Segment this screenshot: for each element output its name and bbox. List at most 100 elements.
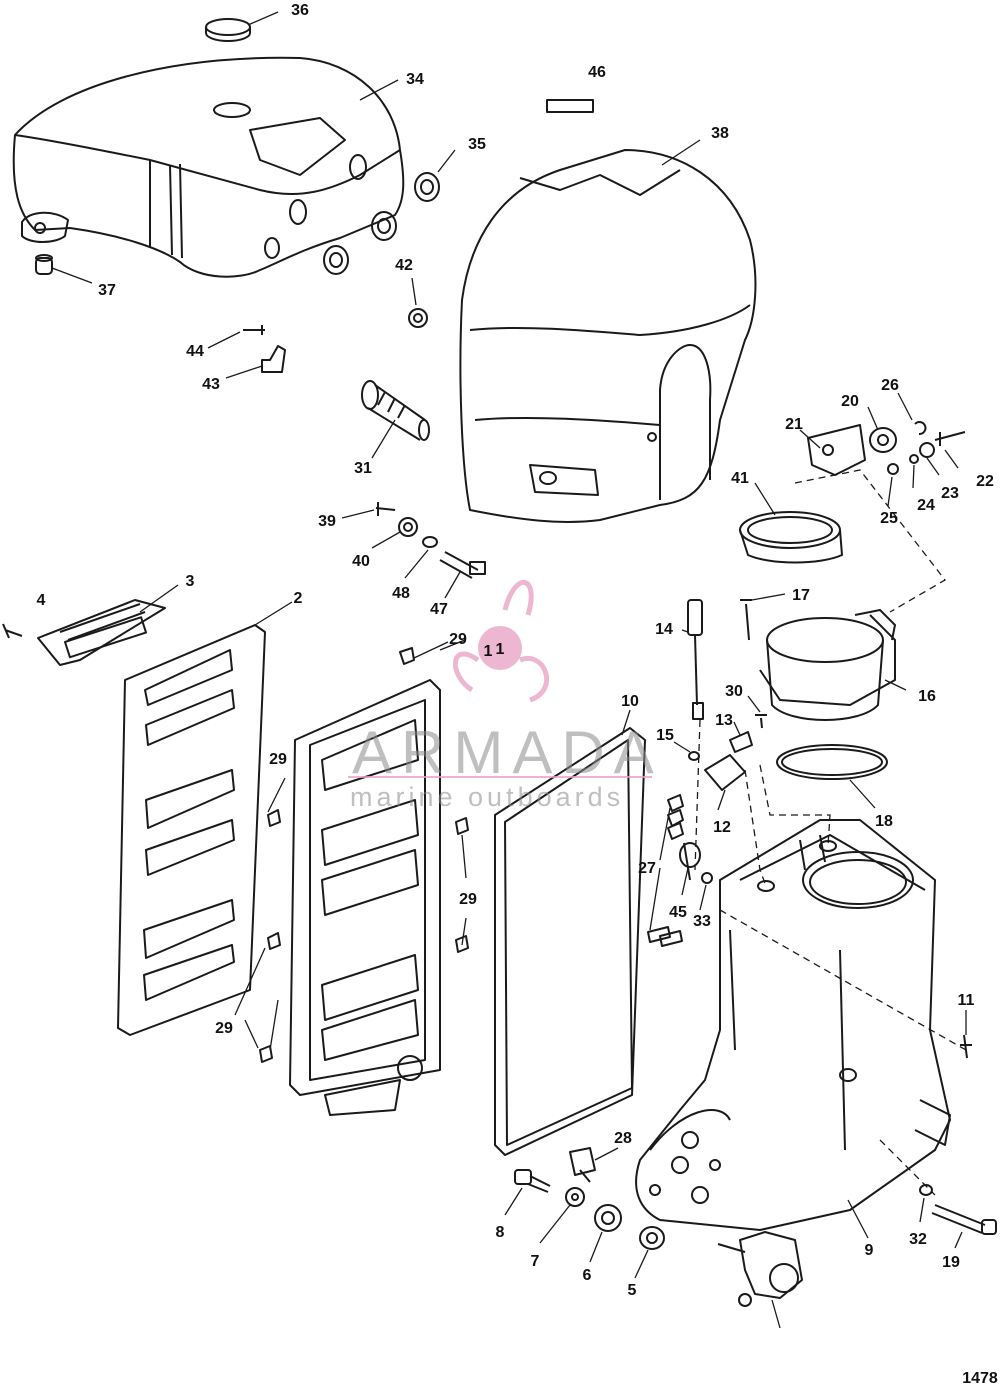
fasteners-part [375,502,486,579]
callout-label-44: 44 [186,343,204,360]
small-grommet-part [35,254,53,275]
leader-lines [51,11,967,1329]
callout-label-42: 42 [395,257,413,274]
watermark-brand: ARMADA [352,719,663,786]
watermark-tagline: marine outboards [350,782,625,812]
callout-label-7: 7 [531,1253,540,1270]
cap-5-part [639,1226,665,1250]
cable-grommets-part [323,172,440,275]
callout-label-48: 48 [392,585,410,602]
callout-label-12: 12 [713,819,731,836]
callout-label-34: 34 [406,71,424,88]
callout-label-4: 4 [37,592,46,609]
bracket-plate-part [729,731,753,753]
callout-label-2: 2 [294,590,303,607]
clamp-28-part [569,1147,596,1183]
dashed-guide-lines [694,469,967,1196]
callout-label-35: 35 [468,136,486,153]
callout-label-29: 29 [459,891,477,908]
callout-label-32: 32 [909,1231,927,1248]
pin-part [243,325,265,335]
nut-part [408,308,428,328]
screw-4-part [2,623,23,639]
washer-7-part [565,1187,585,1207]
callout-label-46: 46 [588,64,606,81]
callout-label-26: 26 [881,377,899,394]
lower-cowl-part [459,149,757,523]
callout-label-29: 29 [449,631,467,648]
callout-label-3: 3 [186,573,195,590]
callout-label-17: 17 [792,587,810,604]
callout-label-25: 25 [880,510,898,527]
upper-cowl-part [12,56,405,278]
figure-number: 1478 [962,1370,998,1387]
callout-label-22: 22 [976,473,994,490]
callout-label-28: 28 [614,1130,632,1147]
clip-part [261,345,286,373]
callout-label-23: 23 [941,485,959,502]
callout-label-38: 38 [711,125,729,142]
callout-label-31: 31 [354,460,372,477]
callout-label-9: 9 [865,1242,874,1259]
screw-30-part [755,714,767,729]
callout-label-30: 30 [725,683,743,700]
callout-label-40: 40 [352,553,370,570]
callout-label-47: 47 [430,601,448,618]
intake-gasket-part [494,727,646,1156]
screw-11-part [960,1034,972,1059]
filter-part [361,380,430,441]
callout-label-13: 13 [715,712,733,729]
washer-33-upper-part [701,872,713,884]
screw-17-part [740,599,752,641]
screw-8-part [514,1169,551,1193]
cap-part [205,18,251,42]
callout-label-29: 29 [269,751,287,768]
callout-label-14: 14 [655,621,673,638]
throttle-body-part [759,609,896,721]
sensor-part [687,599,704,720]
intake-manifold-part [635,819,951,1231]
callout-label-36: 36 [291,2,309,19]
callout-label-45: 45 [669,904,687,921]
adapter-ring-part [739,511,843,564]
clips-part [647,794,684,947]
callout-label-5: 5 [628,1282,637,1299]
clamp-45-part [679,842,701,881]
throttle-linkage-part [807,421,966,476]
decal-part [546,99,594,113]
callout-label-16: 16 [918,688,936,705]
fuel-pump-part [717,1231,803,1307]
reed-block-part [37,599,166,666]
callout-label-24: 24 [917,497,935,514]
callout-label-29: 29 [215,1020,233,1037]
callout-label-19: 19 [942,1254,960,1271]
callout-label-18: 18 [875,813,893,830]
callout-label-27: 27 [638,860,656,877]
watermark-logo-number: 1 [496,641,505,658]
callout-label-37: 37 [98,282,116,299]
callout-label-10: 10 [621,693,639,710]
throttle-o-ring-part [776,744,888,780]
callout-label-43: 43 [202,376,220,393]
callout-label-11: 11 [958,992,975,1009]
callout-label-1: 1 [484,643,493,660]
callout-label-21: 21 [785,416,803,433]
callout-label-6: 6 [583,1267,592,1284]
reed-cage-part [289,679,441,1116]
connector-part [704,754,746,791]
plug-6-part [594,1204,622,1232]
callout-label-39: 39 [318,513,336,530]
washer-33-lower-part [919,1184,933,1196]
callout-label-33: 33 [693,913,711,930]
watermark-logo [453,579,550,703]
callout-label-8: 8 [496,1224,505,1241]
watermark-rule [348,776,652,778]
callout-label-15: 15 [656,727,674,744]
callout-label-41: 41 [731,470,749,487]
o-ring-part [688,751,700,761]
bolt-32-part [931,1204,997,1235]
callout-label-20: 20 [841,393,859,410]
